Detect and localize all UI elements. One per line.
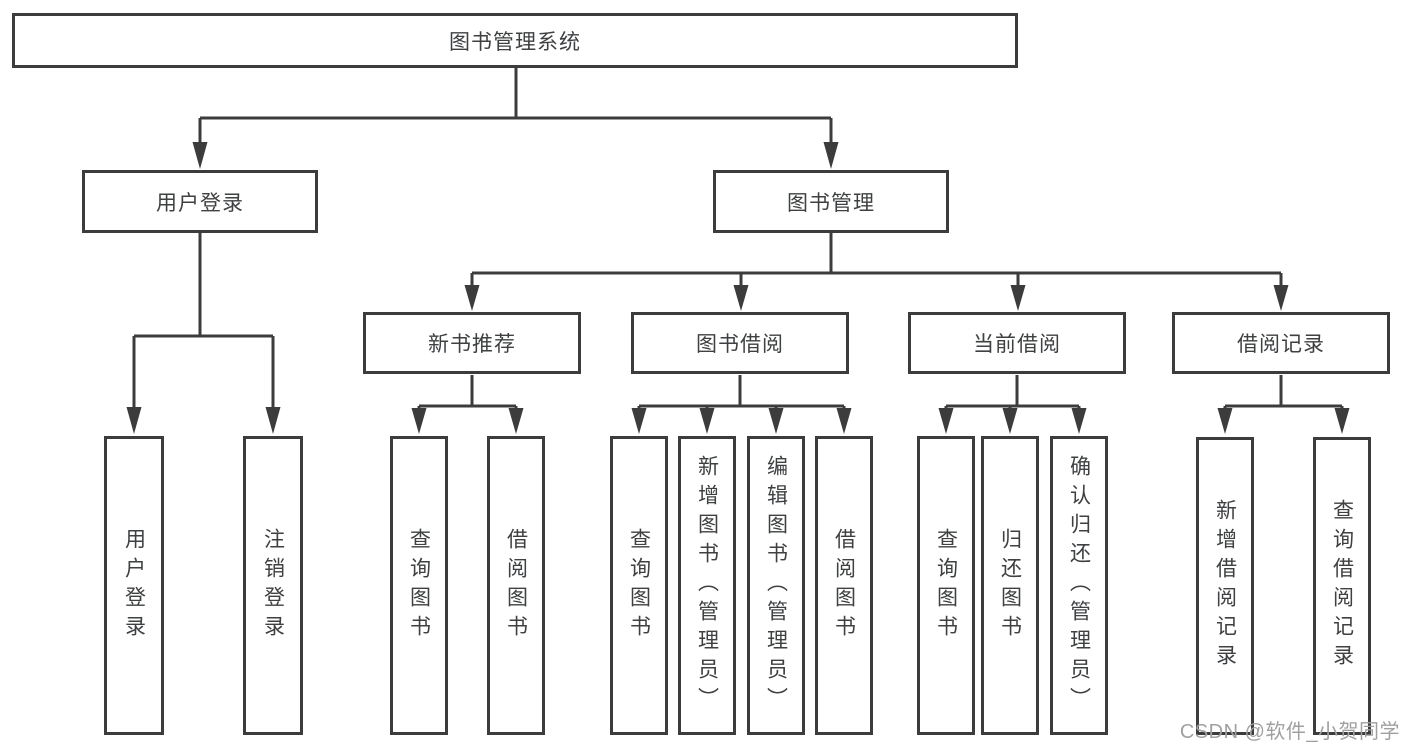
leaf-logout: 注销登录 [243,436,303,735]
node-current-borrowing: 当前借阅 [908,312,1126,374]
leaf-label: 注销登录 [261,527,285,644]
leaf-label: 查询图书 [627,527,651,644]
leaf-query-books-borrow: 查询图书 [610,436,668,735]
node-label: 借阅记录 [1237,333,1325,356]
leaf-confirm-return-admin: 确认归还（管理员） [1050,436,1108,735]
leaf-query-books-recommend: 查询图书 [390,436,448,735]
leaf-query-books-current: 查询图书 [917,436,975,735]
leaf-label: 借阅图书 [832,527,856,644]
node-label: 当前借阅 [973,333,1061,356]
watermark-text: CSDN @软件_小贺同学 [1179,721,1400,743]
node-label: 图书管理 [787,191,875,215]
leaf-label: 新增图书（管理员） [695,455,719,716]
leaf-query-borrow-record: 查询借阅记录 [1313,437,1371,735]
leaf-label: 新增借阅记录 [1213,499,1237,673]
leaf-return-books: 归还图书 [981,436,1039,735]
node-borrowing-records: 借阅记录 [1172,312,1390,374]
node-book-borrowing: 图书借阅 [631,312,849,374]
leaf-user-login: 用户登录 [104,436,164,735]
node-label: 新书推荐 [428,333,516,356]
node-label: 图书管理系统 [449,30,581,54]
leaf-edit-books-admin: 编辑图书（管理员） [747,436,805,735]
node-library-management-system: 图书管理系统 [12,13,1018,68]
node-new-book-recommendation: 新书推荐 [363,312,581,374]
leaf-label: 查询图书 [407,527,431,644]
leaf-label: 查询借阅记录 [1330,499,1354,673]
leaf-borrow-books: 借阅图书 [815,436,873,735]
leaf-label: 确认归还（管理员） [1067,455,1091,716]
node-label: 用户登录 [156,191,244,215]
node-book-management: 图书管理 [713,170,949,233]
leaf-label: 查询图书 [934,527,958,644]
node-label: 图书借阅 [696,333,784,356]
leaf-label: 借阅图书 [504,527,528,644]
node-user-login: 用户登录 [82,170,318,233]
leaf-label: 编辑图书（管理员） [764,455,788,716]
leaf-borrow-books-recommend: 借阅图书 [487,436,545,735]
leaf-label: 用户登录 [122,527,146,644]
arrowheads [126,142,1350,434]
leaf-add-books-admin: 新增图书（管理员） [678,436,736,735]
leaf-label: 归还图书 [998,527,1022,644]
leaf-add-borrow-record: 新增借阅记录 [1196,437,1254,735]
